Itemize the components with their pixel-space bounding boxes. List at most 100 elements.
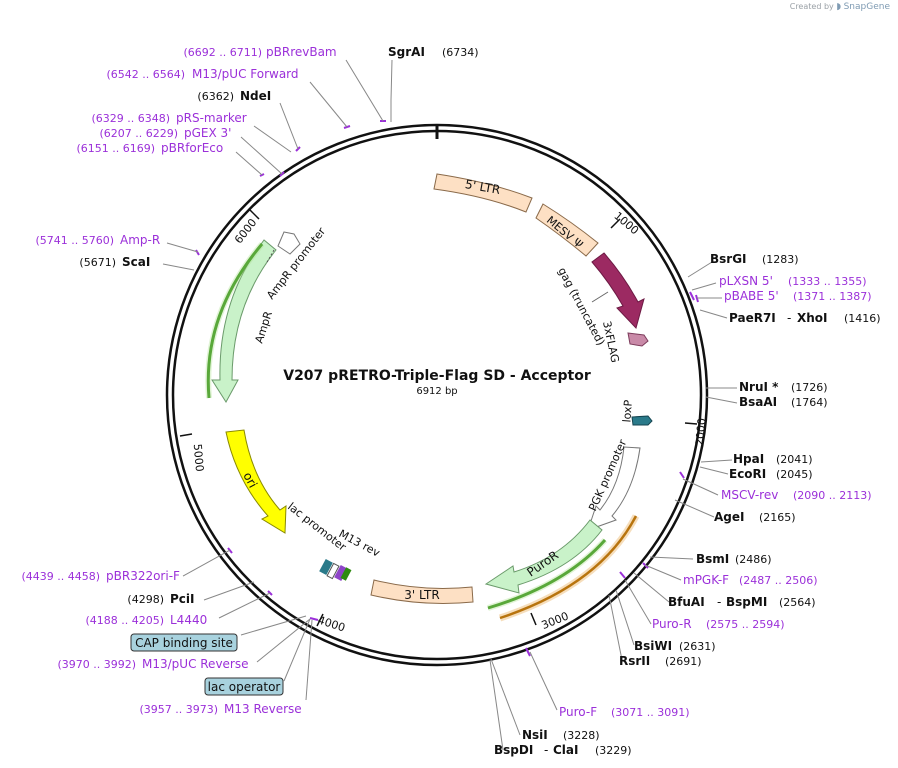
primer-plxsn-range: (1333 .. 1355)	[788, 275, 867, 288]
primer-pbabe-name: pBABE 5'	[724, 289, 779, 303]
ampr-orf-glow	[205, 242, 265, 399]
site-scai-pos: (5671)	[79, 256, 116, 269]
feature-label-gag: gag (truncated)	[555, 265, 607, 347]
orf-arc-orange	[499, 515, 638, 620]
site-bspdi-sep: -	[544, 743, 548, 757]
site-nsii-pos: (3228)	[563, 729, 600, 742]
primer-pbrrevbam-range: (6692 .. 6711)	[183, 46, 262, 59]
feature-label-lac-promoter: lac promoter	[285, 500, 349, 554]
primer-purof-name: Puro-F	[559, 705, 597, 719]
snapgene-logo-icon: ◗	[836, 2, 842, 12]
leader-lines	[162, 59, 738, 751]
lac-operator-box[interactable]	[204, 677, 284, 696]
primer-puror-name: Puro-R	[652, 617, 692, 631]
feature-ampr-promoter[interactable]: AmpR promoter	[264, 225, 328, 302]
primer-plxsn-name: pLXSN 5'	[719, 274, 773, 288]
site-ecori-pos: (2045)	[776, 468, 813, 481]
lac-operator-label: lac operator	[208, 680, 281, 694]
site-nsii-name: NsiI	[522, 728, 548, 742]
feature-pgk-promoter[interactable]: PGK promoter	[586, 437, 641, 531]
site-paer7i-pos: (1416)	[844, 312, 881, 325]
primer-m13puc-name: M13/pUC Forward	[192, 67, 299, 81]
site-pcii-pos: (4298)	[127, 593, 164, 606]
primer-pbrfor-name: pBRforEco	[161, 141, 223, 155]
primer-mpgk-range: (2487 .. 2506)	[739, 574, 818, 587]
site-ndei-pos: (6362)	[197, 90, 234, 103]
tick-label-6000: 6000	[232, 216, 259, 246]
primer-pbr322-range: (4439 .. 4458)	[21, 570, 100, 583]
site-nrui-pos: (1726)	[791, 381, 828, 394]
site-bspdi-pos: (3229)	[595, 744, 632, 757]
feature-label-ori: ori	[240, 470, 260, 490]
feature-mesv-psi[interactable]: MESV Ψ	[535, 203, 599, 257]
primer-pgex-name: pGEX 3'	[184, 126, 231, 140]
feature-label-ampr-promoter: AmpR promoter	[264, 225, 328, 302]
primer-pbrrevbam-name: pBRrevBam	[266, 45, 337, 59]
ampr-orf-arc	[206, 243, 264, 399]
feature-label-loxp: loxP	[620, 399, 635, 423]
site-bsmi-pos: (2486)	[735, 553, 772, 566]
feature-loxp[interactable]: loxP	[620, 399, 653, 426]
feature-label-5-ltr: 5' LTR	[464, 177, 501, 197]
plasmid-name: V207 pRETRO-Triple-Flag SD - Acceptor	[283, 368, 591, 384]
primer-pgex-range: (6207 .. 6229)	[99, 127, 178, 140]
primer-pbabe-range: (1371 .. 1387)	[793, 290, 872, 303]
site-rsrii-pos: (2691)	[665, 655, 702, 668]
primer-puror-range: (2575 .. 2594)	[706, 618, 785, 631]
site-bfuai-sep: -	[717, 595, 721, 609]
orf-arc-green	[487, 539, 607, 610]
site-agei-pos: (2165)	[759, 511, 796, 524]
site-hpai-name: HpaI	[733, 452, 764, 466]
tick-label-3000: 3000	[540, 610, 571, 633]
feature-5-ltr[interactable]: 5' LTR	[433, 173, 533, 213]
feature-label-ampr: AmpR	[252, 309, 275, 345]
primer-l4440-name: L4440	[170, 613, 207, 627]
primer-pbr322-name: pBR322ori-F	[106, 569, 180, 583]
primer-m13puc-range: (6542 .. 6564)	[106, 68, 185, 81]
feature-label-3-ltr: 3' LTR	[404, 588, 439, 602]
primer-msvrev-range: (2090 .. 2113)	[793, 489, 872, 502]
site-agei-name: AgeI	[714, 510, 744, 524]
site-bfuai-pos: (2564)	[779, 596, 816, 609]
site-rsrii-name: RsrII	[619, 654, 650, 668]
primer-m13reverse-range: (3957 .. 3973)	[139, 703, 218, 716]
feature-ori[interactable]: ori	[225, 429, 287, 534]
site-bspdi-name: BspDI	[494, 743, 533, 757]
feature-lac-cluster[interactable]	[319, 558, 352, 582]
site-bsrgi-pos: (1283)	[762, 253, 799, 266]
tick-label-5000: 5000	[191, 443, 206, 472]
site-xhoi-name: XhoI	[797, 311, 828, 325]
site-scai-name: ScaI	[122, 255, 150, 269]
primer-pbrfor-range: (6151 .. 6169)	[76, 142, 155, 155]
primer-m13pucrev-name: M13/pUC Reverse	[142, 657, 249, 671]
site-paer7i-sep: -	[787, 311, 791, 325]
site-bspmi-name: BspMI	[726, 595, 767, 609]
feature-3-ltr[interactable]: 3' LTR	[370, 579, 474, 604]
site-ecori-name: EcoRI	[729, 467, 766, 481]
orf-arc-green-glow	[487, 538, 608, 611]
orf-arc-orange-glow	[498, 514, 640, 622]
site-bsiwi-pos: (2631)	[679, 640, 716, 653]
credit-prefix: Created by	[789, 2, 834, 11]
site-sgai-pos: (6734)	[442, 46, 479, 59]
snapgene-credit: Created by ◗ SnapGene	[790, 2, 890, 12]
site-bsrgi-name: BsrGI	[710, 252, 747, 266]
feature-3xflag[interactable]: 3xFLAG	[600, 320, 649, 364]
primer-mpgk-name: mPGK-F	[683, 573, 729, 587]
primer-l4440-range: (4188 .. 4205)	[85, 614, 164, 627]
primer-prs-name: pRS-marker	[176, 111, 247, 125]
site-bsaai-name: BsaAI	[739, 395, 777, 409]
credit-brand: SnapGene	[843, 2, 890, 12]
tick-marks	[179, 209, 698, 627]
primer-m13reverse-name: M13 Reverse	[224, 702, 302, 716]
site-bsaai-pos: (1764)	[791, 396, 828, 409]
cap-binding-site-box[interactable]	[130, 633, 238, 652]
plasmid-length: 6912 bp	[416, 386, 457, 397]
site-sgai-name: SgrAI	[388, 45, 425, 59]
site-clai-name: ClaI	[553, 743, 578, 757]
site-nrui-name: NruI *	[739, 380, 779, 394]
site-pcii-name: PciI	[170, 592, 195, 606]
primer-ampr-range: (5741 .. 5760)	[35, 234, 114, 247]
site-bsiwi-name: BsiWI	[634, 639, 672, 653]
